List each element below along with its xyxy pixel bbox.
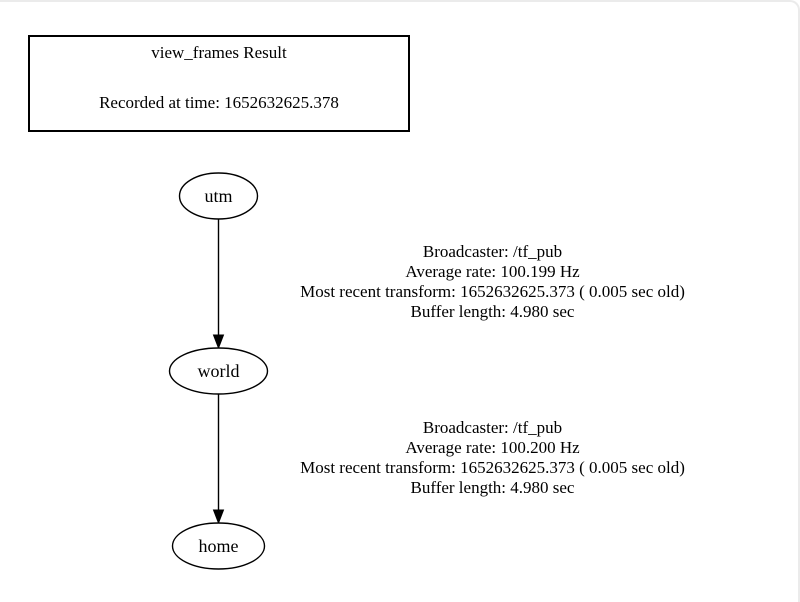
edge-label-broadcaster: Broadcaster: /tf_pub: [422, 418, 563, 437]
edge-world-home-arrowhead-icon: [212, 509, 225, 525]
edge-label-broadcaster: Broadcaster: /tf_pub: [422, 242, 563, 261]
edge-label-buffer-length: Buffer length: 4.980 sec: [410, 478, 575, 497]
edge-label-world-home: Broadcaster: /tf_pub Average rate: 100.2…: [210, 418, 775, 498]
edge-label-most-recent-transform: Most recent transform: 1652632625.373 ( …: [300, 282, 685, 301]
node-world-label: world: [198, 361, 240, 381]
node-world-ellipse: [168, 347, 269, 395]
node-home-ellipse: [171, 522, 266, 570]
node-utm-ellipse: [178, 172, 259, 220]
node-home-label: home: [199, 536, 239, 556]
edge-label-buffer-length: Buffer length: 4.980 sec: [410, 302, 575, 321]
edge-utm-world-arrowhead-icon: [212, 334, 225, 350]
edge-label-utm-world: Broadcaster: /tf_pub Average rate: 100.1…: [210, 242, 775, 322]
node-utm-label: utm: [204, 186, 232, 206]
edge-label-average-rate: Average rate: 100.200 Hz: [405, 438, 580, 457]
result-title: view_frames Result: [151, 43, 287, 62]
result-box: view_frames Result Recorded at time: 165…: [28, 35, 410, 132]
edge-label-most-recent-transform: Most recent transform: 1652632625.373 ( …: [300, 458, 685, 477]
edge-label-average-rate: Average rate: 100.199 Hz: [405, 262, 580, 281]
recorded-time: Recorded at time: 1652632625.378: [99, 93, 339, 112]
